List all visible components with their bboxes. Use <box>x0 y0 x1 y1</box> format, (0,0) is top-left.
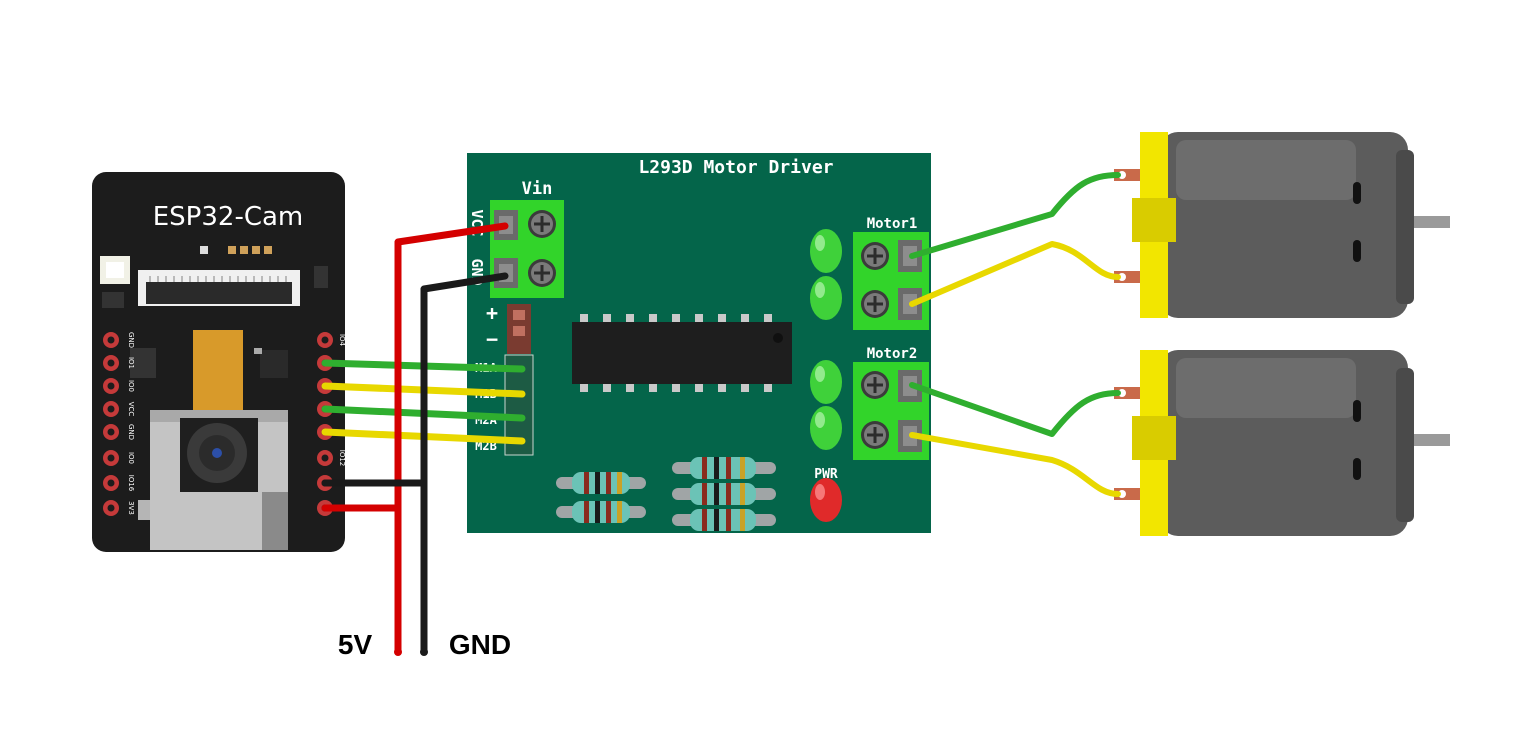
pin-label: 3V3 <box>127 501 135 515</box>
pin-label: IO1 <box>127 357 135 369</box>
esp32-cam-title: ESP32-Cam <box>153 202 304 232</box>
wire-motor2-b <box>909 432 1121 497</box>
screw-icon <box>861 421 889 449</box>
driver-title: L293D Motor Driver <box>638 157 833 178</box>
right-pin-header <box>317 332 333 516</box>
wire-motor2-a <box>909 382 1121 437</box>
led-icon <box>810 229 842 450</box>
camera-ribbon <box>193 330 243 418</box>
pin-label: IO0 <box>127 452 135 464</box>
wire-gnd-driver <box>420 272 509 656</box>
l293d-driver-board: L293D Motor Driver Vin VCC GND + − M1A M… <box>467 153 931 533</box>
left-pin-header <box>103 332 119 516</box>
motor1-label: Motor1 <box>867 216 918 232</box>
pwr-label: PWR <box>814 467 838 482</box>
wire-motor1-a <box>909 172 1121 259</box>
plus-label: + <box>486 301 498 325</box>
pin-label: GND <box>127 332 135 348</box>
esp32-cam-board: ESP32-Cam <box>92 172 346 552</box>
pin-label: VCC <box>127 402 135 417</box>
dc-motor-2 <box>1114 350 1450 536</box>
power-led-icon <box>810 478 842 522</box>
screw-icon <box>861 242 889 270</box>
minus-label: − <box>486 327 498 351</box>
screw-icon <box>861 371 889 399</box>
screw-icon <box>861 290 889 318</box>
l293d-chip <box>572 314 792 392</box>
motor2-label: Motor2 <box>867 346 918 362</box>
pin-label: IO0 <box>127 380 135 392</box>
power-wires <box>321 222 509 656</box>
dc-motor-1 <box>1114 132 1450 318</box>
pin-label: GND <box>127 424 135 440</box>
camera-lens-icon <box>212 448 222 458</box>
wire-5v-vcc <box>394 222 509 656</box>
vin-label: Vin <box>522 179 553 199</box>
screw-icon <box>528 210 556 238</box>
motor-wires <box>909 172 1121 497</box>
pin-label: IO16 <box>127 475 135 492</box>
resistor-array <box>556 457 776 531</box>
wire-motor1-b <box>909 241 1121 307</box>
gnd-label: GND <box>449 629 511 660</box>
screw-icon <box>528 259 556 287</box>
5v-label: 5V <box>338 629 373 660</box>
pin-label: IO12 <box>338 450 346 466</box>
pin-label: IO4 <box>338 334 346 347</box>
